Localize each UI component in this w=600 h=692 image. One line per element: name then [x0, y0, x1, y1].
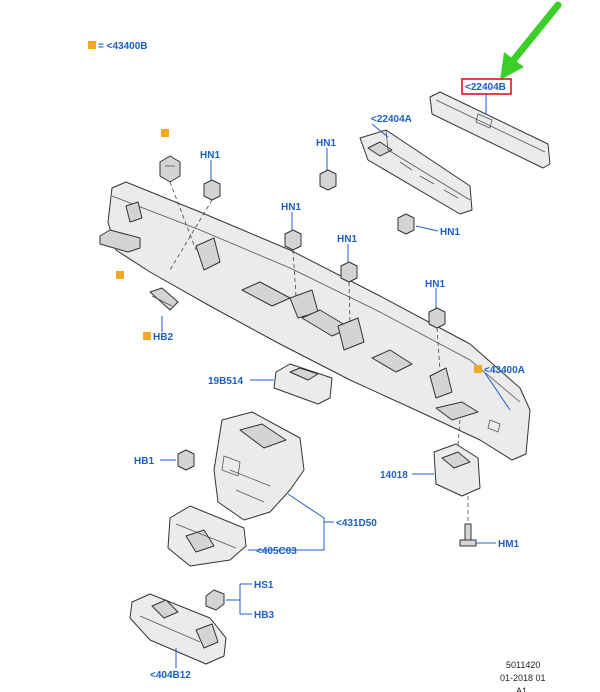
- label-hn1-f: HN1: [425, 279, 445, 290]
- footer-date: 01-2018 01: [500, 673, 546, 683]
- hb1-bolt: [160, 449, 195, 471]
- footer-rev: A1: [516, 686, 527, 692]
- hs1-hb3-nut: [205, 583, 252, 615]
- hn1-nut-f: [428, 288, 446, 371]
- label-405c03: <405C03: [256, 546, 297, 557]
- part-22404b: [429, 91, 551, 169]
- hn1-nut-c: [397, 213, 439, 235]
- leader-431d50-bracket: [248, 493, 325, 551]
- hn1-nut-a: [169, 160, 221, 271]
- part-43400a-panel: [107, 181, 531, 461]
- label-hn1-a: HN1: [200, 150, 220, 161]
- label-hb2: HB2: [153, 332, 173, 343]
- label-hm1: HM1: [498, 539, 520, 550]
- label-hn1-c: HN1: [440, 227, 460, 238]
- label-431d50: <431D50: [336, 518, 377, 529]
- hn1-nut-b: [319, 148, 337, 191]
- legend-marker: [88, 41, 96, 49]
- hn1-nut-e: [340, 244, 358, 323]
- label-43400a: <43400A: [484, 365, 525, 376]
- marker-43400a: [474, 365, 482, 373]
- label-hb3: HB3: [254, 610, 274, 621]
- marker-hb2: [143, 332, 151, 340]
- label-22404a: <22404A: [371, 114, 412, 125]
- highlight-arrow: [500, 1, 562, 80]
- label-hn1-e: HN1: [337, 234, 357, 245]
- footer-ref: 5011420: [506, 660, 540, 670]
- label-hn1-b: HN1: [316, 138, 336, 149]
- label-22404b: <22404B: [465, 82, 506, 93]
- label-14018: 14018: [380, 470, 408, 481]
- part-431d50-latch: [213, 411, 305, 521]
- hm1-screw: [459, 496, 496, 547]
- part-19b514: [250, 363, 333, 405]
- label-404b12: <404B12: [150, 670, 191, 681]
- label-hs1: HS1: [254, 580, 274, 591]
- part-404b12: [129, 593, 227, 668]
- hn1-nut-d: [284, 212, 302, 297]
- label-hn1-d: HN1: [281, 202, 301, 213]
- label-19b514: 19B514: [208, 376, 243, 387]
- legend-text: = <43400B: [98, 41, 148, 52]
- part-405c03-cover: [167, 505, 247, 567]
- part-22404a: [359, 123, 473, 215]
- part-clip-left: [99, 229, 141, 279]
- label-hb1: HB1: [134, 456, 154, 467]
- fastener-left-bolt: [159, 129, 197, 251]
- hb2-bolt: [149, 287, 179, 332]
- part-14018: [412, 419, 481, 497]
